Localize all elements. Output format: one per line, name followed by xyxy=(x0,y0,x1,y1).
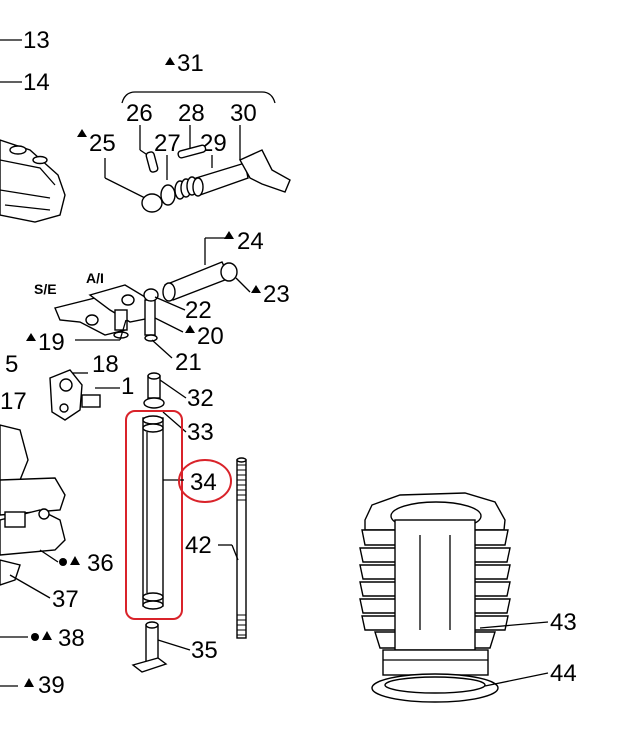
label-26: 26 xyxy=(126,100,153,127)
label-37: 37 xyxy=(52,586,79,613)
triangle-mark-icon xyxy=(70,556,80,565)
pin-24 xyxy=(162,261,238,302)
label-13: 13 xyxy=(23,27,50,54)
label-34: 34 xyxy=(190,469,217,496)
rocker-arms xyxy=(54,284,159,342)
triangle-mark-icon xyxy=(224,231,234,239)
label-ai: A/I xyxy=(86,270,104,286)
tappet-35 xyxy=(131,621,168,673)
label-5: 5 xyxy=(5,351,18,378)
label-25: 25 xyxy=(89,130,116,157)
highlight-frame xyxy=(125,410,183,620)
label-se: S/E xyxy=(34,281,57,297)
label-32: 32 xyxy=(187,385,214,412)
label-23: 23 xyxy=(263,281,290,308)
triangle-mark-icon xyxy=(185,325,195,333)
label-30: 30 xyxy=(230,100,257,127)
dot-mark-icon xyxy=(59,558,67,566)
triangle-mark-icon xyxy=(42,631,52,640)
triangle-mark-icon xyxy=(251,285,261,293)
label-42: 42 xyxy=(185,532,212,559)
triangle-mark-icon xyxy=(165,57,175,65)
triangle-mark-icon xyxy=(26,333,36,341)
highlight-circle xyxy=(178,459,232,503)
label-38: 38 xyxy=(58,625,85,652)
cylinder-43 xyxy=(359,492,511,676)
dot-mark-icon xyxy=(31,633,39,641)
label-21: 21 xyxy=(175,349,202,376)
label-35: 35 xyxy=(191,637,218,664)
base-gasket-44 xyxy=(371,673,499,703)
rocker-shaft-parts xyxy=(141,144,291,213)
label-31: 31 xyxy=(177,50,204,77)
label-24: 24 xyxy=(237,228,264,255)
label-1: 1 xyxy=(121,373,134,400)
bracket-18 xyxy=(49,369,101,421)
label-19: 19 xyxy=(38,329,65,356)
label-43: 43 xyxy=(550,609,577,636)
label-36: 36 xyxy=(87,550,114,577)
stud-42 xyxy=(236,457,247,639)
crankcase-fragment xyxy=(0,424,66,586)
label-17: 17 xyxy=(0,388,27,415)
triangle-mark-icon xyxy=(77,129,87,137)
label-33: 33 xyxy=(187,419,214,446)
triangle-mark-icon xyxy=(24,678,34,687)
label-27: 27 xyxy=(154,130,181,157)
label-29: 29 xyxy=(200,130,227,157)
label-44: 44 xyxy=(550,660,577,687)
label-22: 22 xyxy=(185,297,212,324)
tappet-32 xyxy=(147,372,161,399)
cylinder-head-fragment xyxy=(0,139,66,223)
label-20: 20 xyxy=(197,323,224,350)
pushrod-tube-34 xyxy=(142,415,164,610)
seal-33 xyxy=(143,397,165,409)
label-39: 39 xyxy=(38,672,65,699)
label-28: 28 xyxy=(178,100,205,127)
label-18: 18 xyxy=(92,351,119,378)
label-14: 14 xyxy=(23,69,50,96)
